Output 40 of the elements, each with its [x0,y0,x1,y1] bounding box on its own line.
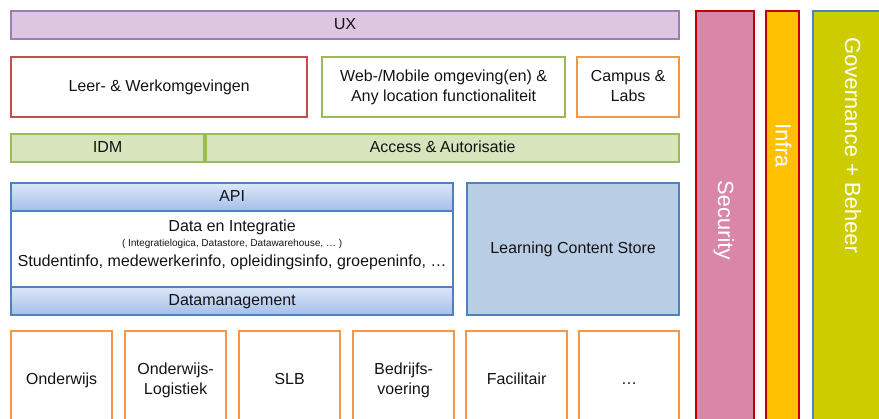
box-label: Learning Content Store [490,239,656,259]
box-label: Facilitair [486,370,546,390]
pillar-bar [812,10,879,419]
domain-box [10,330,113,419]
layer-bar [10,182,454,212]
layer-box [321,56,566,118]
layer-box [466,182,680,316]
box-title: Data en Integratie [168,217,296,237]
box-label: Infra [770,122,796,168]
domain-box [238,330,341,419]
box-label: UX [334,15,356,35]
box-label: Datamanagement [168,291,296,311]
layer-box [576,56,680,118]
box-label: Onderwijs- Logistiek [136,360,215,400]
layer-bar [205,133,680,163]
layer-bar [10,286,454,316]
box-label: Onderwijs [26,370,98,390]
pillar-bar [695,10,755,419]
box-label: Security [712,180,738,260]
domain-box [465,330,568,419]
box-label: IDM [92,138,122,158]
box-label: SLB [274,370,305,390]
box-label: Governance + Beheer [839,37,865,253]
domain-box [124,330,227,419]
domain-box [352,330,455,419]
layer-bar [10,133,205,163]
layer-box [10,182,454,316]
box-text: ( Integratielogica, Datastore, Datawarehouse, … ) [122,237,342,251]
box-label: Campus & Labs [590,67,666,107]
pillar-bar [765,10,800,419]
box-label: API [219,187,245,207]
box-label: … [621,370,637,390]
layer-bar [10,10,680,40]
domain-box [578,330,680,419]
box-label: Bedrijfs- voering [373,360,434,400]
box-label: Leer- & Werkomgevingen [68,77,250,97]
box-label: Web-/Mobile omgeving(en) & Any location functionaliteit [339,67,548,107]
box-text: Studentinfo, medewerkerinfo, opleidingsinfo, groepeninfo, … [18,252,446,272]
layer-box [10,56,308,118]
box-label: Access & Autorisatie [370,138,516,158]
